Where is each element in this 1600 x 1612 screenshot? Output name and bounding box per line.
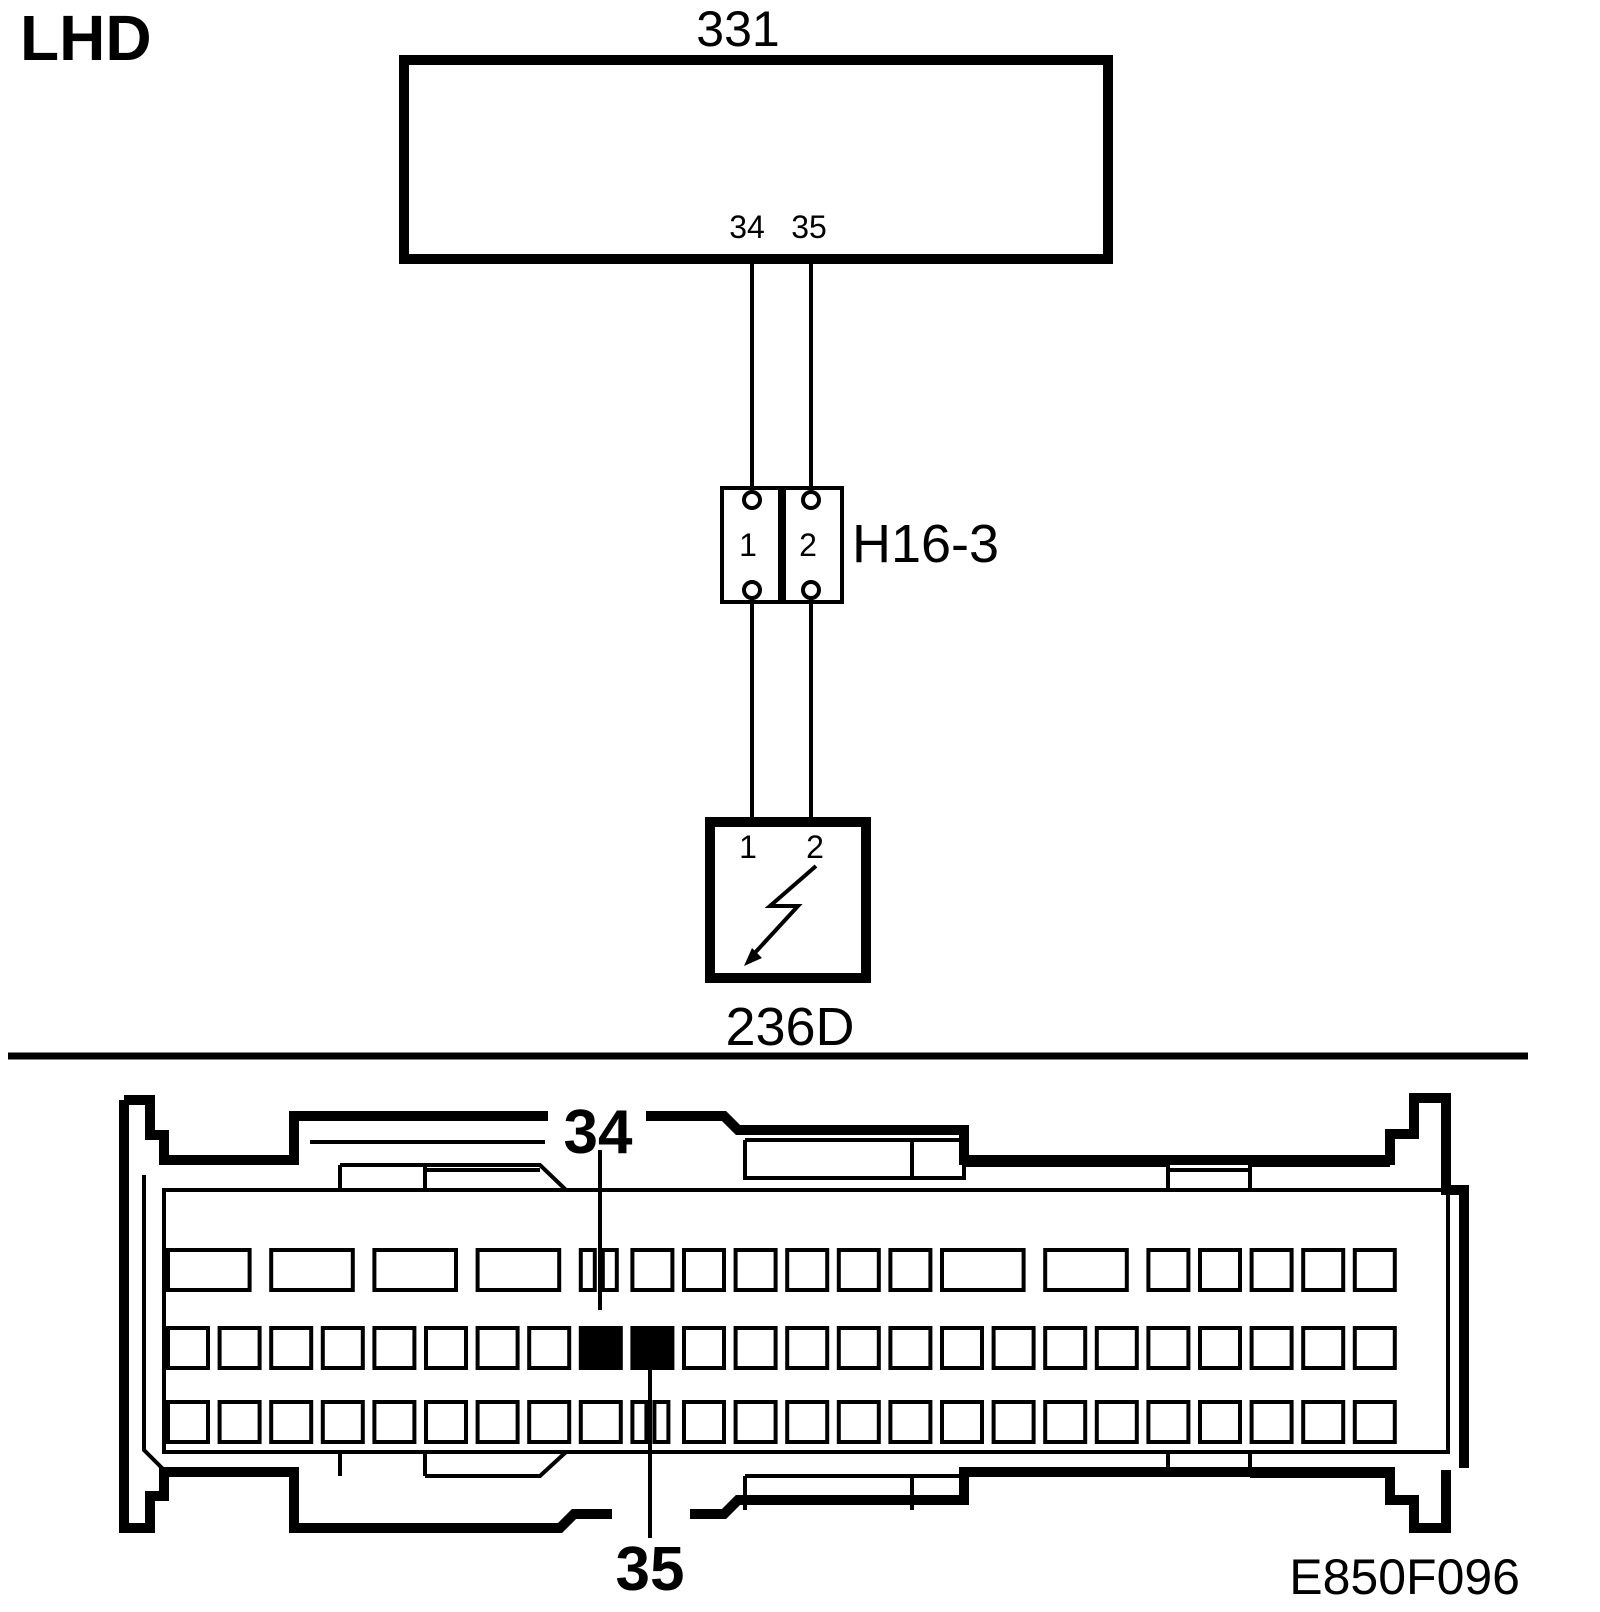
pin-cell: [475, 1400, 520, 1444]
pin-cell: [1301, 1248, 1346, 1292]
pin-cell: [733, 1400, 778, 1444]
pin-cell: [1043, 1326, 1088, 1370]
pinout-connector-housing: [119, 1093, 1469, 1533]
pin-cell: [630, 1248, 675, 1292]
pin-cell: [578, 1400, 623, 1444]
pin-cell: [1352, 1326, 1397, 1370]
pin-cell: [1146, 1326, 1191, 1370]
pin-cell: [217, 1326, 262, 1370]
pin-cell: [372, 1400, 417, 1444]
pin-cell: [1094, 1326, 1139, 1370]
pin-cell: [1198, 1326, 1242, 1370]
lightning-arrow-icon: [744, 864, 818, 966]
module-331-pin-35: 35: [791, 209, 827, 245]
connector-pin-2: 2: [799, 527, 817, 563]
connector-label: H16-3: [852, 514, 999, 574]
pin-cell: [1146, 1248, 1191, 1292]
module-236d-pin-1: 1: [739, 829, 757, 865]
pin-cell: [527, 1326, 572, 1370]
pinout-callout-35: 35: [616, 1535, 685, 1604]
pin-cell: [424, 1326, 468, 1370]
connector-pin-1: 1: [739, 527, 757, 563]
pin-cell: [888, 1248, 933, 1292]
pin-cell: [1352, 1400, 1397, 1444]
pin-cell: [991, 1400, 1036, 1444]
pin-cell: [1352, 1248, 1397, 1292]
figure-code: E850F096: [1289, 1549, 1520, 1605]
pin-cell-wide: [475, 1248, 562, 1292]
pin-cell-wide: [372, 1248, 458, 1292]
pin-cell: [166, 1400, 210, 1444]
module-331-label: 331: [696, 1, 779, 57]
pin-cell: [733, 1326, 778, 1370]
module-236d-label: 236D: [725, 997, 854, 1057]
pin-cell: [682, 1400, 726, 1444]
pin-cell: [836, 1326, 881, 1370]
module-331-pin-34: 34: [729, 209, 765, 245]
pin-cell: [1198, 1400, 1242, 1444]
pin-cell-wide: [166, 1248, 252, 1292]
module-331-box: [399, 55, 1113, 264]
pin-cell: [888, 1400, 933, 1444]
pin-cell: [527, 1400, 572, 1444]
pin-cell-half: [600, 1248, 619, 1292]
pin-cell-highlighted: [578, 1326, 623, 1370]
pin-cell: [991, 1326, 1036, 1370]
pinout-callout-34: 34: [564, 1098, 633, 1167]
pin-cell: [269, 1400, 314, 1444]
pin-cell-wide: [269, 1248, 355, 1292]
pin-cell: [733, 1248, 778, 1292]
pin-cell: [1198, 1248, 1242, 1292]
pin-cell: [166, 1326, 210, 1370]
pin-cell: [372, 1326, 417, 1370]
pin-cell: [940, 1400, 984, 1444]
pin-cell: [888, 1326, 933, 1370]
pin-cell-half: [652, 1400, 671, 1444]
module-236d-pin-2: 2: [806, 829, 824, 865]
pinout-pin-grid: [166, 1248, 1397, 1444]
pin-cell: [785, 1326, 830, 1370]
pin-cell: [1301, 1326, 1346, 1370]
pin-cell: [1301, 1400, 1346, 1444]
pin-cell: [217, 1400, 262, 1444]
pin-cell: [682, 1326, 726, 1370]
pin-cell: [320, 1400, 365, 1444]
pin-cell: [1146, 1400, 1191, 1444]
module-236d-box: [705, 817, 871, 983]
pin-cell: [682, 1248, 726, 1292]
pin-cell: [1043, 1400, 1088, 1444]
variant-label: LHD: [20, 2, 152, 74]
pin-cell: [1249, 1326, 1294, 1370]
pin-cell: [320, 1326, 365, 1370]
pin-cell-half: [578, 1248, 597, 1292]
pin-cell: [785, 1248, 830, 1292]
pin-cell: [1249, 1400, 1294, 1444]
pin-cell: [1249, 1248, 1294, 1292]
pin-cell: [836, 1400, 881, 1444]
pin-cell-wide: [940, 1248, 1026, 1292]
pin-cell: [785, 1400, 830, 1444]
pin-cell-wide: [1043, 1248, 1129, 1292]
pin-cell: [1094, 1400, 1139, 1444]
pin-cell: [424, 1400, 468, 1444]
pin-cell: [269, 1326, 314, 1370]
pin-cell-highlighted: [630, 1326, 675, 1370]
pin-cell: [475, 1326, 520, 1370]
pin-cell: [836, 1248, 881, 1292]
pin-cell-half: [630, 1400, 649, 1444]
pin-cell: [940, 1326, 984, 1370]
